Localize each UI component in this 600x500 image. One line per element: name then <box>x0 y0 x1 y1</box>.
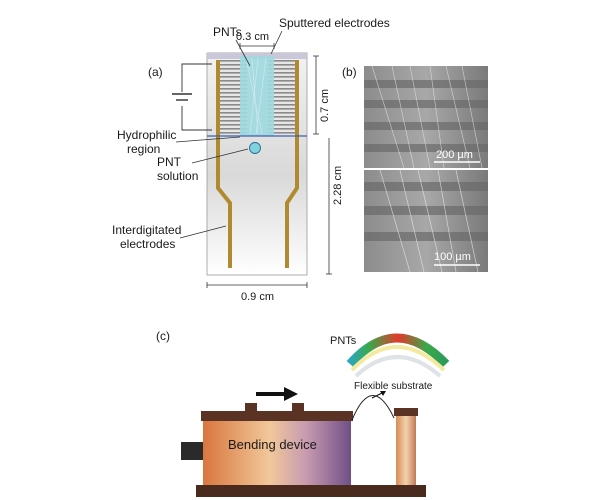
label-flexible-substrate: Flexible substrate <box>354 381 433 392</box>
scale-label-bottom: 100 µm <box>434 251 471 263</box>
label-hydrophilic-2: region <box>127 142 160 156</box>
panel-c: (c) PNTs Flexible substrate Bending de <box>156 329 450 497</box>
label-interdigitated-1: Interdigitated <box>112 223 181 237</box>
pnt-solution-droplet <box>249 142 261 154</box>
label-bending-device: Bending device <box>228 437 317 452</box>
sem-image-top: 200 µm <box>364 65 488 169</box>
motion-arrow <box>256 387 298 401</box>
battery-circuit <box>172 63 212 131</box>
panel-a: (a) <box>112 16 390 303</box>
dim-right-small-label: 0.7 cm <box>319 89 331 122</box>
panel-a-label: (a) <box>148 65 163 79</box>
dim-right-large-label: 2.28 cm <box>332 166 344 205</box>
leader-interdigitated <box>179 225 227 239</box>
leader-sputtered <box>270 30 283 55</box>
dimension-bottom <box>206 282 308 288</box>
scale-label-top: 200 µm <box>436 149 473 161</box>
flexible-substrate-loop <box>351 395 395 421</box>
label-interdigitated-2: electrodes <box>120 237 175 251</box>
dimension-right-large <box>326 138 332 275</box>
dimension-top <box>239 43 275 49</box>
leader-pnts <box>235 39 251 67</box>
label-solution-1: PNT <box>157 155 182 169</box>
dimension-right-small <box>313 55 319 135</box>
label-sputtered-electrodes: Sputtered electrodes <box>279 16 390 30</box>
label-solution-2: solution <box>157 169 198 183</box>
label-pnts-c: PNTs <box>330 335 357 347</box>
arrow-to-substrate <box>371 391 386 399</box>
pnt-fibers <box>245 57 267 135</box>
dim-top-label: 0.3 cm <box>236 31 269 43</box>
clamp-post <box>394 408 418 485</box>
leader-solution <box>191 148 249 164</box>
interdigitated-electrodes <box>216 60 299 268</box>
panel-c-label: (c) <box>156 329 170 343</box>
label-hydrophilic-1: Hydrophilic <box>117 128 176 142</box>
sem-image-bottom: 100 µm <box>364 169 488 273</box>
dim-bottom-label: 0.9 cm <box>241 291 274 303</box>
bending-device <box>181 403 426 497</box>
panel-b: (b) 200 µm <box>342 65 488 273</box>
panel-b-label: (b) <box>342 65 357 79</box>
label-pnts: PNTs <box>213 25 242 39</box>
bent-pnt-arc <box>346 333 450 378</box>
leader-hydrophilic <box>175 136 241 143</box>
